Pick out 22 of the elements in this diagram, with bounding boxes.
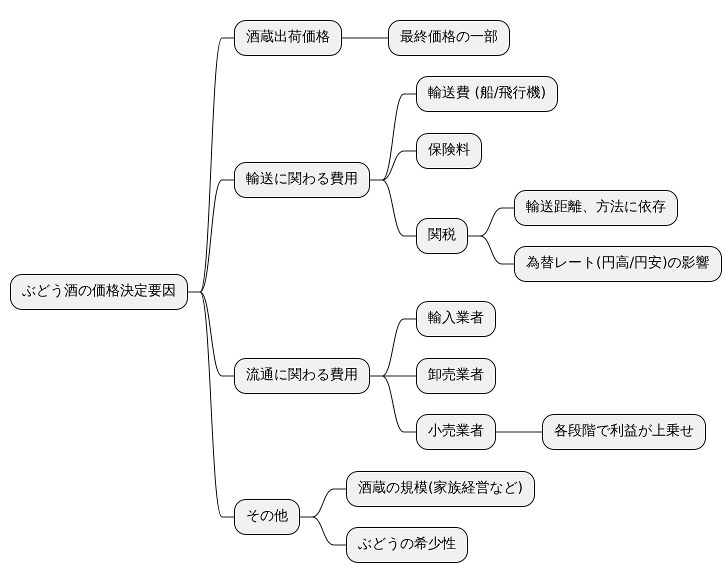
topic-box: 輸送距離、方法に依存 (514, 190, 678, 226)
topic-box: 各段階で利益が上乗せ (542, 414, 706, 450)
connector-line (188, 292, 234, 518)
topic-box: その他 (234, 499, 300, 535)
topic-box: 流通に関わる費用 (234, 358, 370, 394)
connector-line (370, 180, 416, 236)
connector-line (468, 236, 514, 264)
connector-line (370, 376, 416, 432)
topic-box: 輸送に関わる費用 (234, 162, 370, 198)
topic-box: 酒蔵出荷価格 (234, 20, 342, 56)
topic-box: 為替レート(円高/円安)の影響 (514, 246, 722, 282)
topic-box: 卸売業者 (416, 358, 496, 394)
topic-box: 最終価格の一部 (388, 20, 510, 56)
topic-box: 輸送費 (船/飛行機) (416, 76, 558, 112)
topic-box: ぶどうの希少性 (346, 527, 468, 563)
topic-box: 酒蔵の規模(家族経営など) (346, 471, 535, 507)
topic-box: 関税 (416, 218, 468, 254)
topic-box: 保険料 (416, 133, 482, 169)
topic-box: ぶどう酒の価格決定要因 (10, 274, 188, 310)
topic-box: 小売業者 (416, 414, 496, 450)
topic-box: 輸入業者 (416, 301, 496, 337)
connector-line (300, 516, 346, 546)
